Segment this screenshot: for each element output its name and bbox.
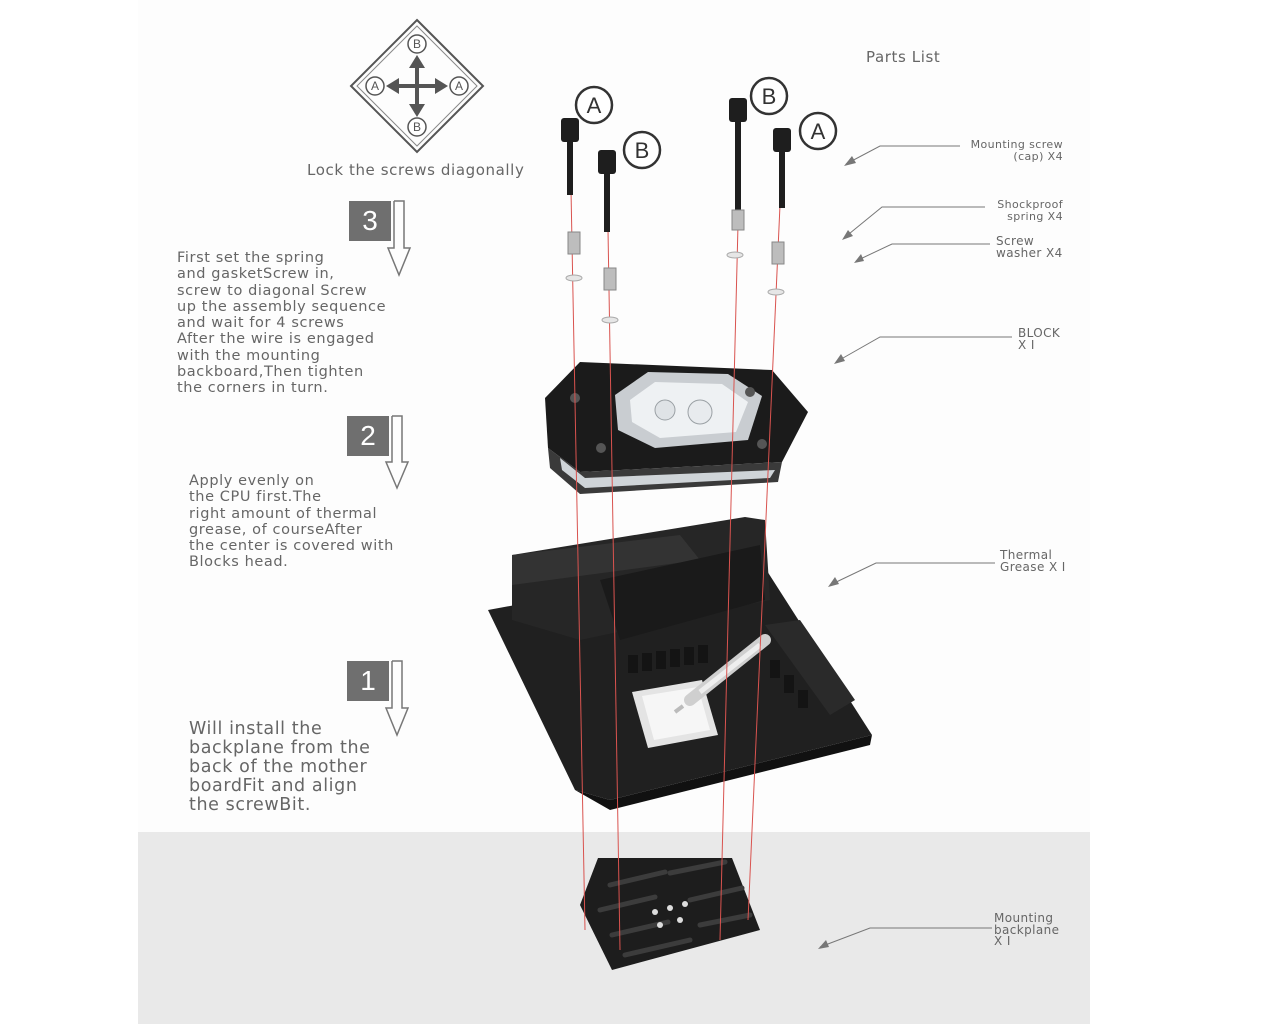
mounting-backplane bbox=[580, 858, 760, 970]
lock-letter: B bbox=[413, 37, 421, 51]
part-label-shockproof-spring: Shockproof spring X4 bbox=[997, 198, 1063, 223]
shockproof-springs bbox=[567, 209, 785, 291]
motherboard bbox=[488, 517, 872, 810]
step-number-3: 3 bbox=[349, 201, 391, 241]
water-block bbox=[545, 362, 808, 494]
screw-letter: A bbox=[587, 93, 602, 118]
thermal-grease-syringe bbox=[673, 634, 771, 714]
alignment-guide-lines bbox=[570, 189, 781, 951]
diagonal-lock-icon: B A A B bbox=[349, 18, 485, 154]
parts-list-title: Parts List bbox=[866, 48, 941, 66]
lock-caption: Lock the screws diagonally bbox=[307, 161, 525, 179]
lock-letter: B bbox=[413, 120, 421, 134]
lock-letter: A bbox=[371, 79, 379, 93]
screw-letter: B bbox=[635, 138, 650, 163]
screw-letter-labels bbox=[574, 76, 838, 170]
screw-letter: A bbox=[811, 119, 826, 144]
lock-letter: A bbox=[455, 79, 463, 93]
step-arrows bbox=[384, 200, 412, 737]
screw-washers bbox=[565, 251, 785, 324]
step-number-1: 1 bbox=[347, 661, 389, 701]
step-2-instructions: Apply evenly on the CPU first.The right … bbox=[189, 473, 394, 571]
part-leader-lines bbox=[819, 145, 1012, 948]
step-1-instructions: Will install the backplane from the back… bbox=[189, 719, 371, 815]
part-label-thermal-grease: Thermal Grease X I bbox=[1000, 548, 1066, 574]
part-label-mounting-screw: Mounting screw (cap) X4 bbox=[970, 138, 1063, 163]
screw-letter: B bbox=[762, 84, 777, 109]
part-leader-arrowheads bbox=[818, 156, 864, 949]
step-3-instructions: First set the spring and gasketScrew in,… bbox=[177, 250, 387, 397]
part-label-screw-washer: Screw washer X4 bbox=[996, 234, 1063, 260]
part-label-block: BLOCK X I bbox=[1018, 326, 1061, 352]
mounting-screws bbox=[561, 98, 791, 232]
step-number-2: 2 bbox=[347, 416, 389, 456]
part-label-mounting-backplane: Mounting backplane X I bbox=[994, 911, 1060, 948]
